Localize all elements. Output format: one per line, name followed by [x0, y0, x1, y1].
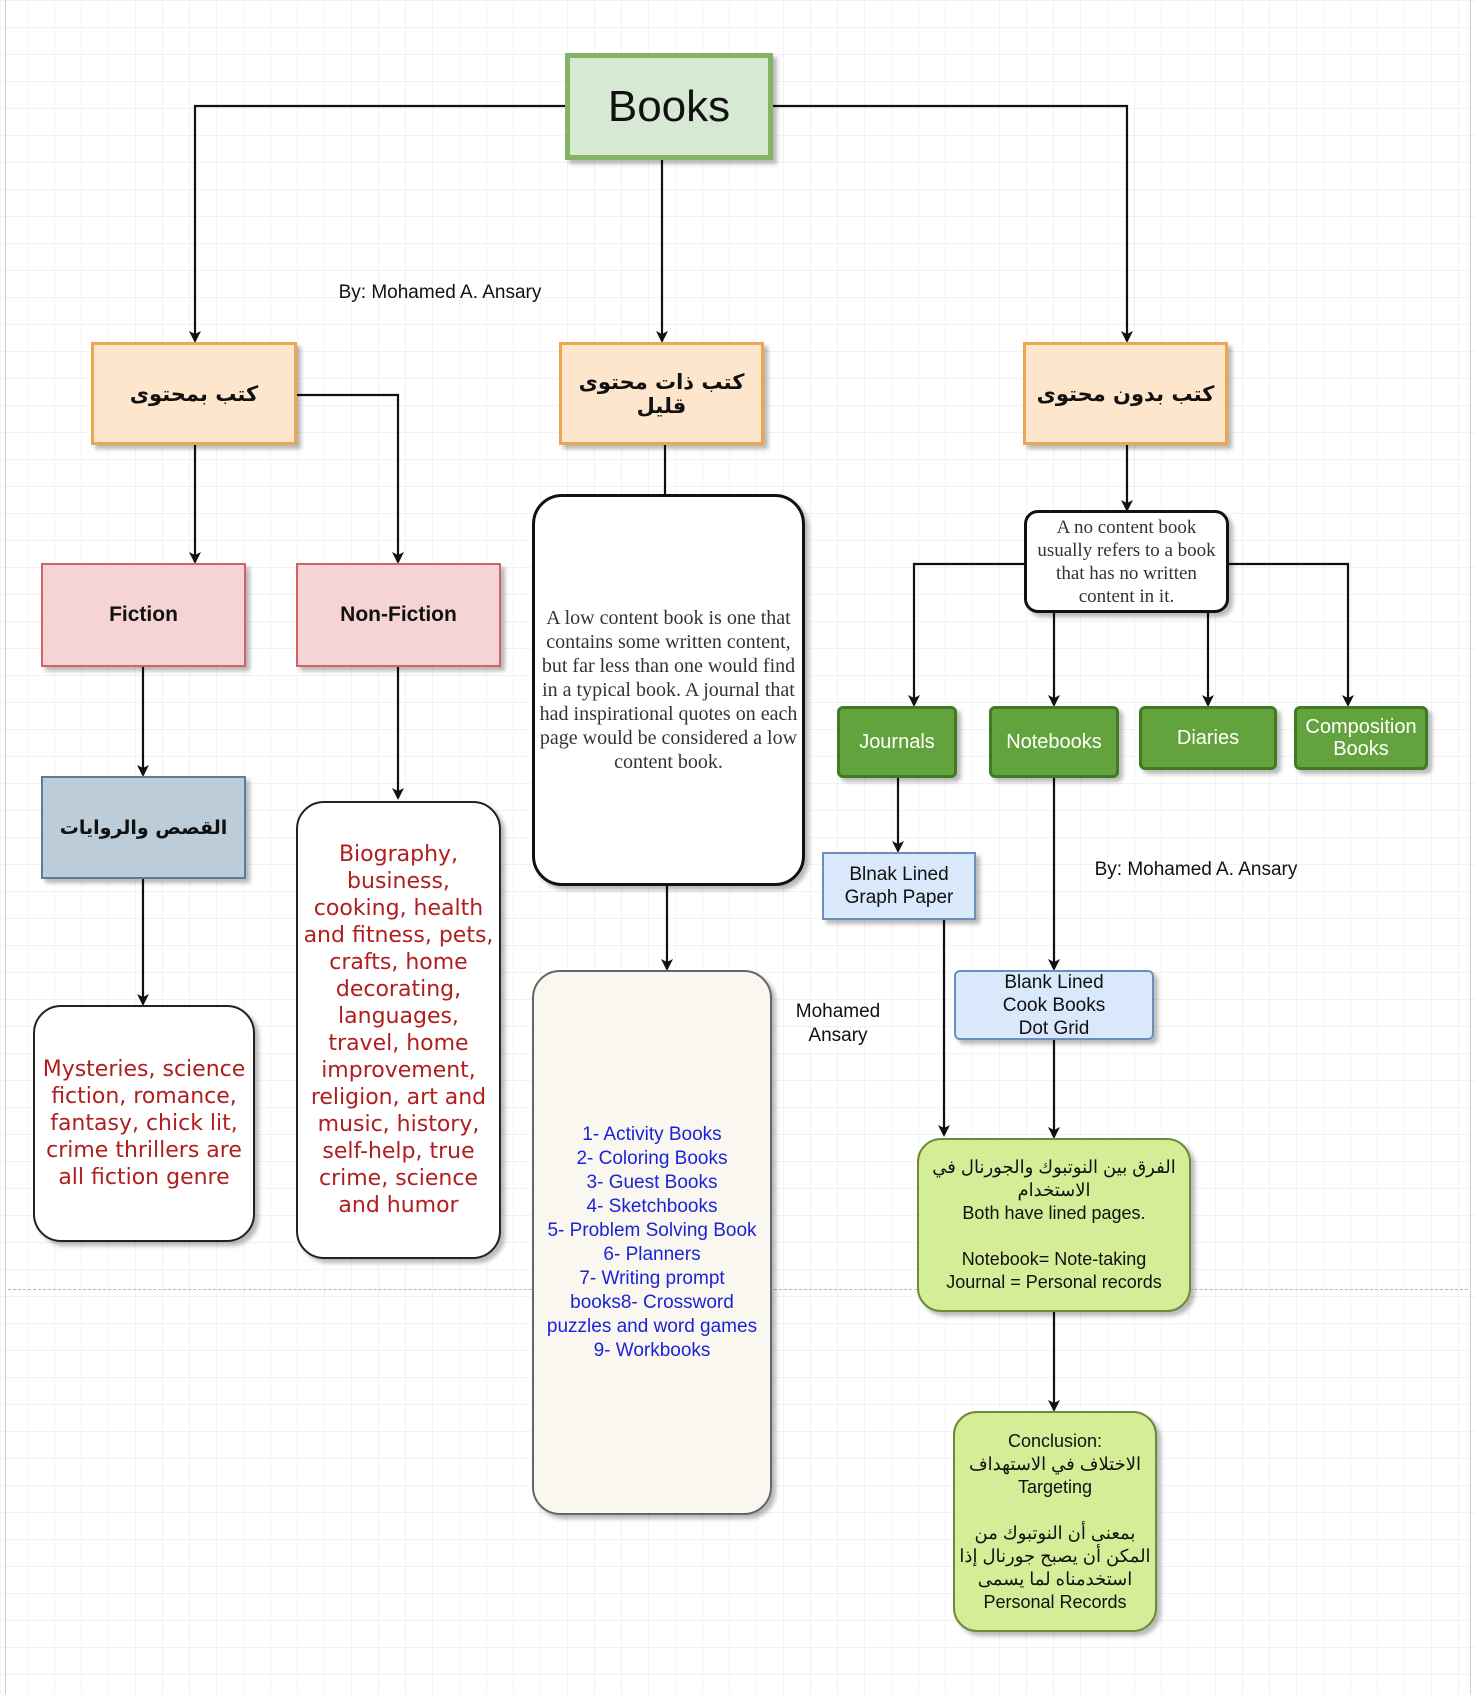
low-content-definition-node[interactable]: A low content book is one that contains …	[532, 494, 805, 886]
non-fiction-genres-node[interactable]: Biography, business, cooking, health and…	[296, 801, 501, 1259]
category-low-content-node[interactable]: كتب ذات محتوى قليل	[559, 342, 764, 445]
category-content-node[interactable]: كتب بمحتوى	[91, 342, 297, 445]
edge-books-content	[189, 104, 565, 343]
notebooks-node[interactable]: Notebooks	[989, 706, 1119, 778]
page-frame-right	[1470, 0, 1471, 1694]
edge-books-nocontent	[773, 104, 1133, 343]
fiction-arabic-node[interactable]: القصص والروايات	[41, 776, 246, 879]
fiction-genres-node[interactable]: Mysteries, science fiction, romance, fan…	[33, 1005, 255, 1242]
edge-def-composition	[1228, 562, 1354, 707]
edge-def-journals	[908, 562, 1024, 707]
diaries-node[interactable]: Diaries	[1139, 706, 1277, 770]
edge-content-nonfiction	[296, 393, 404, 564]
author-label: By: Mohamed A. Ansary	[338, 282, 542, 303]
difference-note-node[interactable]: الفرق بين النوتبوك والجورنال في الاستخدا…	[917, 1138, 1191, 1312]
conclusion-node[interactable]: Conclusion: الاختلاف في الاستهداف Target…	[953, 1411, 1157, 1632]
non-fiction-node[interactable]: Non-Fiction	[296, 563, 501, 667]
category-no-content-node[interactable]: كتب بدون محتوى	[1023, 342, 1228, 445]
journals-subtypes-node[interactable]: Blnak Lined Graph Paper	[822, 852, 976, 920]
low-content-list-node[interactable]: 1- Activity Books 2- Coloring Books 3- G…	[532, 970, 772, 1515]
no-content-definition-node[interactable]: A no content book usually refers to a bo…	[1024, 510, 1229, 613]
author-label-2: By: Mohamed A. Ansary	[1094, 859, 1298, 880]
author-label-side: Mohamed Ansary	[795, 1001, 881, 1046]
root-books-node[interactable]: Books	[565, 53, 773, 160]
page-frame-left	[5, 0, 6, 1694]
composition-books-node[interactable]: Composition Books	[1294, 706, 1428, 770]
notebooks-subtypes-node[interactable]: Blank Lined Cook Books Dot Grid	[954, 970, 1154, 1040]
fiction-node[interactable]: Fiction	[41, 563, 246, 667]
journals-node[interactable]: Journals	[837, 706, 957, 778]
